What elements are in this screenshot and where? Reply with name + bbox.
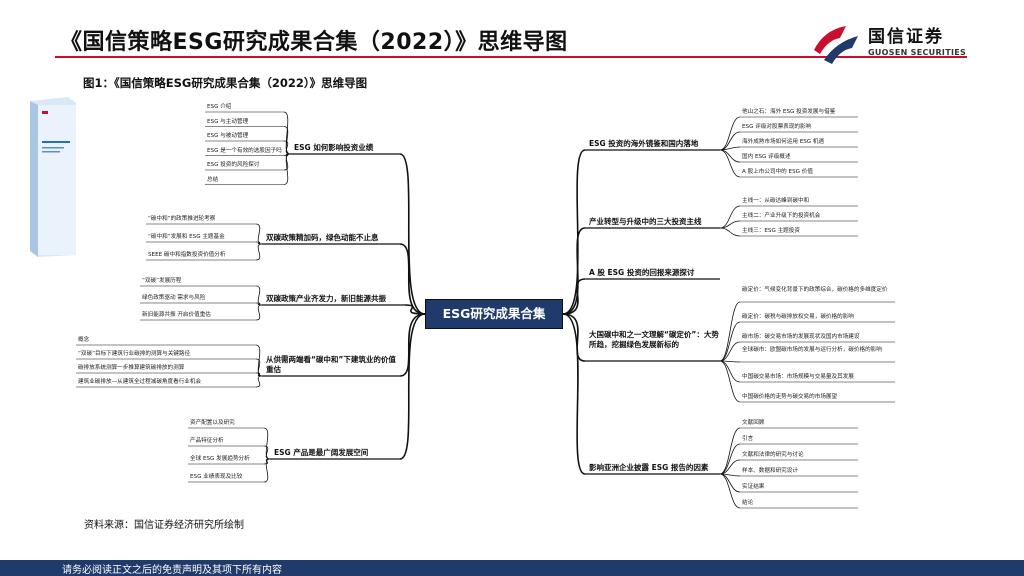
connector-line <box>400 314 425 459</box>
leaf-label: 产品特征分析 <box>190 438 262 445</box>
branch-label: 大国碳中和之一文理解“碳定价”：大势所趋，挖掘绿色发展新标的 <box>589 330 722 350</box>
leaf-label: ESG 与被动管理 <box>207 133 282 140</box>
leaf-label: 实证结果 <box>742 484 858 491</box>
leaf-label: 结论 <box>742 500 858 507</box>
leaf-label: 中国碳价格的走势与碳交易的市场展望 <box>742 394 895 401</box>
connector-line <box>400 244 425 314</box>
connector-line <box>720 117 740 150</box>
leaf-label: 主线一：从碳达峰到碳中和 <box>742 198 858 205</box>
connector-line <box>563 279 585 314</box>
connector-line <box>256 376 262 387</box>
connector-line <box>264 428 270 459</box>
branch-label: 影响亚洲企业披露 ESG 报告的因素 <box>589 463 722 473</box>
connector-line <box>720 150 740 162</box>
leaf-label: 国内 ESG 评级概述 <box>742 154 858 161</box>
leaf-label: “双碳”发展历程 <box>142 278 254 285</box>
footer-bar: 请务必阅读正文之后的免责声明及其项下所有内容 <box>0 560 1024 576</box>
leaf-label: 碳定价：气候变化背景下的政策综合，碳价格的多维度定价 <box>742 287 895 294</box>
leaf-label: 文献和法律的研究与讨论 <box>742 452 858 459</box>
branch-label: ESG 如何影响投资业绩 <box>294 143 398 153</box>
branch-label: 双碳政策产业齐发力，新旧能源共振 <box>266 294 403 304</box>
connector-line <box>400 314 425 376</box>
connector-line <box>256 244 262 260</box>
leaf-label: 文献回顾 <box>742 420 858 427</box>
leaf-label: ESG 是一个有效的选股因子吗 <box>207 148 282 155</box>
connector-line <box>720 342 740 361</box>
connector-line <box>720 361 740 382</box>
leaf-label: 引言 <box>742 436 858 443</box>
leaf-label: 他山之石：海外 ESG 投资发展与借鉴 <box>742 109 858 116</box>
leaf-label: “碳中和”发展和 ESG 主题基金 <box>148 234 254 241</box>
mindmap-center-node: ESG研究成果合集 <box>425 299 563 329</box>
source-note: 资料来源：国信证券经济研究所绘制 <box>84 516 244 531</box>
connector-line <box>720 322 740 361</box>
branch-label: ESG 投资的海外镜鉴和国内落地 <box>589 139 722 149</box>
branch-label: A 股 ESG 投资的回报来源探讨 <box>589 268 722 278</box>
leaf-label: 概念 <box>78 337 254 344</box>
leaf-label: 样本、数据和研究设计 <box>742 468 858 475</box>
footer-disclaimer: 请务必阅读正文之后的免责声明及其项下所有内容 <box>62 561 282 576</box>
leaf-label: 新旧能源共振 开启价值重估 <box>142 312 254 319</box>
connector-line <box>720 228 740 236</box>
leaf-label: 主线二：产业升级下的投资机会 <box>742 213 858 220</box>
connector-line <box>256 305 262 320</box>
leaf-label: 全球 ESG 发展趋势分析 <box>190 456 262 463</box>
leaf-label: 建筑业碳排放—从建筑全过程减碳角度看行业机会 <box>78 379 254 386</box>
connector-line <box>400 154 425 314</box>
connector-line <box>264 459 270 482</box>
leaf-label: ESG 与主动管理 <box>207 119 282 126</box>
branch-label: ESG 产品是最广阔发展空间 <box>274 448 398 458</box>
leaf-label: “碳中和”的政策推进轮考察 <box>148 216 254 223</box>
leaf-label: 资产配置以及研究 <box>190 420 262 427</box>
branch-label: 从供需两端看“碳中和”下建筑业的价值重估 <box>266 355 398 375</box>
leaf-label: A 股上市公司中的 ESG 价值 <box>742 169 858 176</box>
connector-line <box>563 150 585 314</box>
leaf-label: 碳市场：碳交易市场的发展现状及国内市场建设 <box>742 334 895 341</box>
leaf-label: ESG 评级对股票表现的影响 <box>742 124 858 131</box>
leaf-label: 绿色政策驱动 需求与风险 <box>142 295 254 302</box>
leaf-label: 中国碳交易市场：市场规模与交易量及其发展 <box>742 374 895 381</box>
leaf-label: 主线三：ESG 主题投资 <box>742 228 858 235</box>
connector-line <box>284 154 290 185</box>
branch-label: 产业转型与升级中的三大投资主线 <box>589 217 722 227</box>
connector-line <box>256 224 262 244</box>
connector-line <box>256 286 262 305</box>
connector-line <box>720 150 740 177</box>
connector-line <box>563 314 585 474</box>
connector-line <box>563 314 585 361</box>
leaf-label: 碳排放系统测算一步推算建筑碳排放的测算 <box>78 365 254 372</box>
leaf-label: SEEE 碳中和指数投资价值分析 <box>148 252 254 259</box>
connector-line <box>720 474 740 492</box>
leaf-label: ESG 介绍 <box>207 104 282 111</box>
branch-label: 双碳政策精加码，绿色动能不止息 <box>266 233 398 243</box>
leaf-label: “双碳”目标下建筑行业碳排的测算与关键路径 <box>78 351 254 358</box>
leaf-label: 碳定价：碳税与碳排放权交易，碳价格的影响 <box>742 314 895 321</box>
leaf-label: 海外成熟市场如何运用 ESG 机遇 <box>742 139 858 146</box>
connector-line <box>720 444 740 474</box>
leaf-label: 总结 <box>207 177 282 184</box>
leaf-label: ESG 业绩表现及比较 <box>190 474 262 481</box>
leaf-label: ESG 投资的风险探讨 <box>207 162 282 169</box>
leaf-label: 全球碳市：欧盟碳市场的发展与运行分析，碳价格的影响 <box>742 347 895 354</box>
